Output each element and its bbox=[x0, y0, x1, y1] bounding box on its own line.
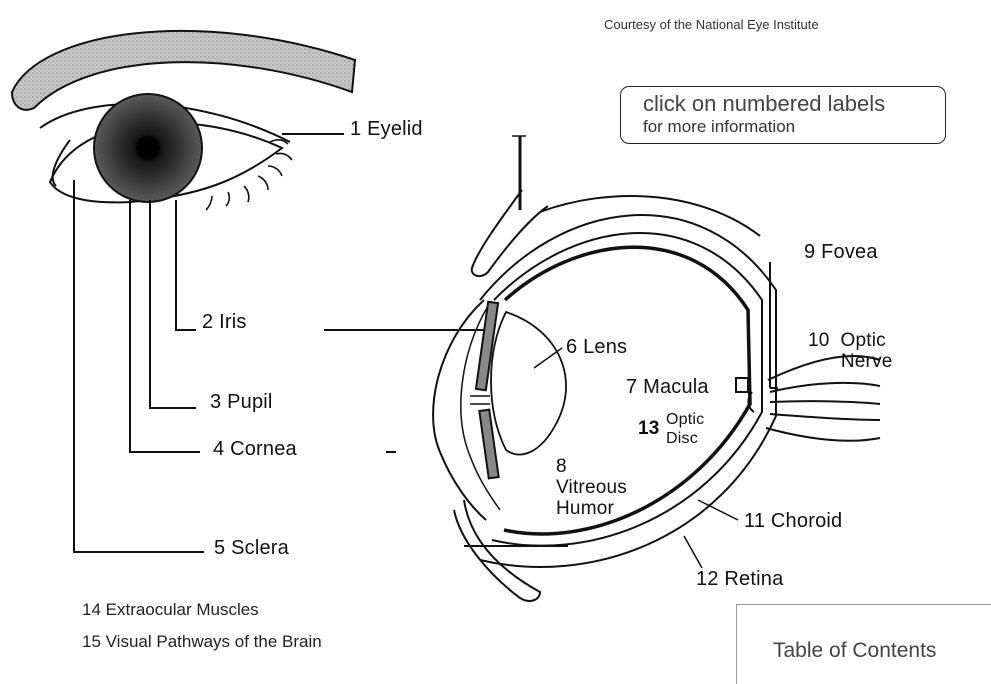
instruction-line-2: for more information bbox=[643, 117, 795, 137]
label-retina[interactable]: 12 Retina bbox=[696, 568, 783, 591]
leader-iris bbox=[176, 200, 196, 330]
label-sclera[interactable]: 5 Sclera bbox=[214, 537, 289, 560]
label-vitreous-humor[interactable]: 8 Vitreous Humor bbox=[556, 456, 627, 519]
leader-cornea bbox=[130, 200, 200, 452]
link-visual-pathways[interactable]: 15 Visual Pathways of the Brain bbox=[82, 632, 322, 652]
table-of-contents-link[interactable]: Table of Contents bbox=[773, 639, 936, 663]
leader-pupil bbox=[150, 200, 196, 408]
credit-text: Courtesy of the National Eye Institute bbox=[604, 17, 819, 32]
leader-sclera bbox=[74, 180, 204, 552]
label-eyelid[interactable]: 1 Eyelid bbox=[350, 118, 423, 141]
label-cornea[interactable]: 4 Cornea bbox=[213, 438, 297, 461]
front-eye-view bbox=[12, 31, 355, 552]
link-extraocular-muscles[interactable]: 14 Extraocular Muscles bbox=[82, 600, 259, 620]
label-lens[interactable]: 6 Lens bbox=[566, 336, 627, 359]
eyebrow bbox=[12, 31, 355, 110]
label-optic-disc-number[interactable]: 13 bbox=[638, 418, 660, 440]
label-optic-nerve[interactable]: 10 Optic Nerve bbox=[808, 330, 893, 372]
table-of-contents-box: Table of Contents bbox=[736, 604, 991, 684]
pupil-disc bbox=[135, 135, 161, 161]
label-fovea[interactable]: 9 Fovea bbox=[804, 241, 878, 264]
instruction-line-1: click on numbered labels bbox=[643, 91, 885, 117]
label-macula[interactable]: 7 Macula bbox=[626, 376, 709, 399]
label-iris[interactable]: 2 Iris bbox=[202, 311, 247, 334]
label-optic-disc[interactable]: Optic Disc bbox=[666, 410, 704, 448]
label-pupil[interactable]: 3 Pupil bbox=[210, 391, 273, 414]
instruction-box: click on numbered labels for more inform… bbox=[620, 86, 946, 144]
label-choroid[interactable]: 11 Choroid bbox=[744, 510, 842, 533]
cornea-curve bbox=[433, 300, 486, 520]
lens-shape bbox=[491, 312, 566, 454]
